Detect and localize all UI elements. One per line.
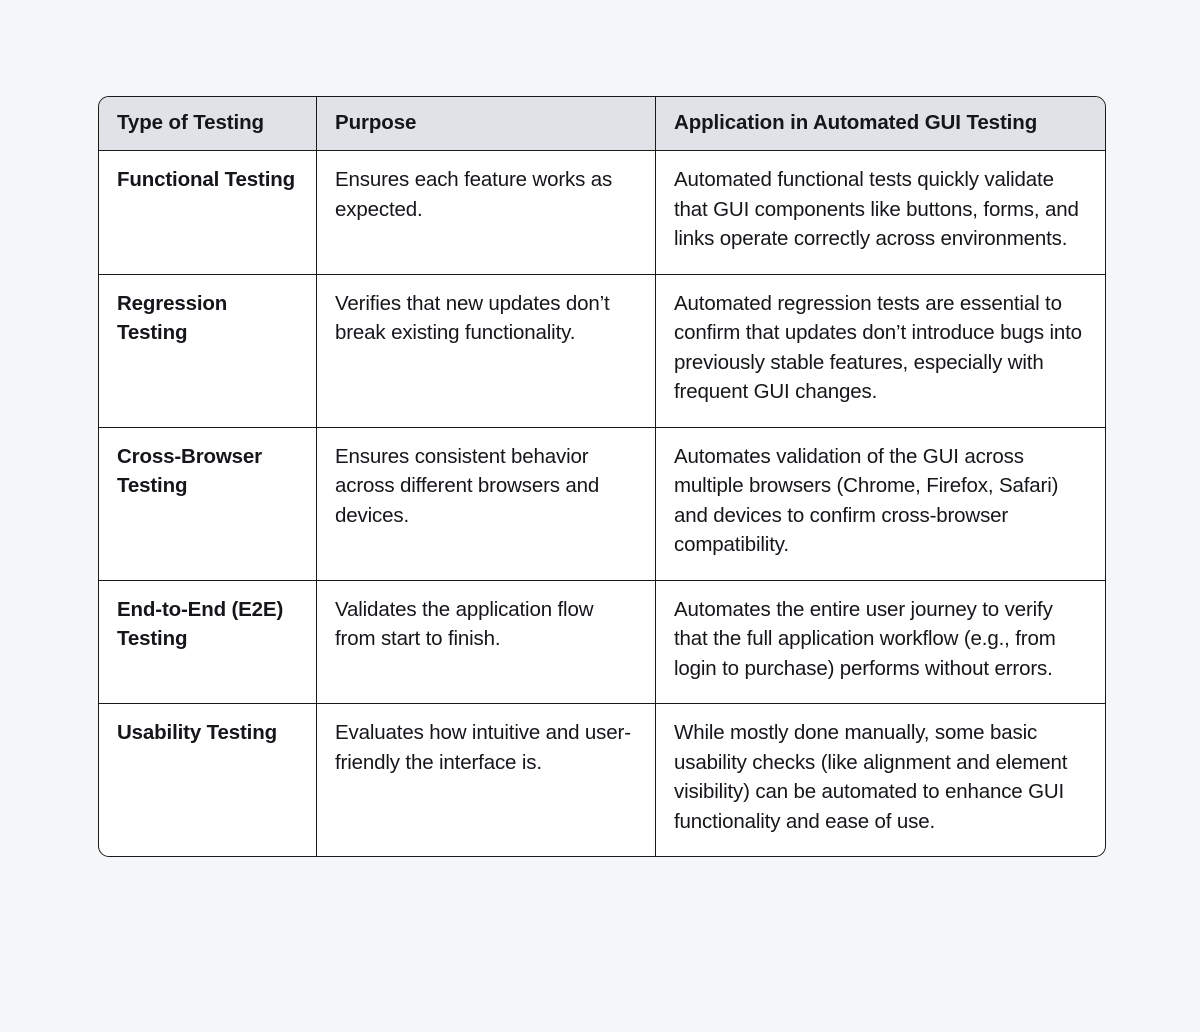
cell-application: Automated regression tests are essential… — [656, 275, 1105, 428]
comparison-table-container: Type of Testing Purpose Application in A… — [98, 96, 1106, 858]
cell-application: While mostly done manually, some basic u… — [674, 721, 1068, 833]
cell-type-of-testing: Usability Testing — [99, 704, 317, 857]
cell-application: Automates validation of the GUI across m… — [656, 428, 1105, 581]
testing-types-table: Type of Testing Purpose Application in A… — [98, 96, 1106, 858]
table-header: Type of Testing Purpose Application in A… — [99, 97, 1105, 151]
cell-purpose: Evaluates how intuitive and user-friendl… — [317, 704, 656, 857]
cell-type-of-testing: End-to-End (E2E) Testing — [99, 580, 317, 705]
cell-purpose: Validates the application flow from star… — [317, 580, 656, 705]
table-row: Usability Testing Evaluates how intuitiv… — [99, 704, 1105, 857]
column-header-type-of-testing: Type of Testing — [99, 97, 317, 151]
table-body: Functional Testing Ensures each feature … — [99, 151, 1105, 857]
column-header-purpose: Purpose — [317, 97, 656, 151]
table-row: Cross-Browser Testing Ensures consistent… — [99, 427, 1105, 581]
cell-purpose: Ensures each feature works as expected. — [317, 151, 656, 275]
cell-type-of-testing: Functional Testing — [99, 151, 317, 275]
cell-type-of-testing: Cross-Browser Testing — [99, 427, 317, 581]
table-header-row: Type of Testing Purpose Application in A… — [99, 97, 1105, 151]
table-row: Functional Testing Ensures each feature … — [99, 151, 1105, 275]
table-row: Regression Testing Verifies that new upd… — [99, 274, 1105, 428]
cell-type-of-testing: Regression Testing — [99, 274, 317, 428]
cell-purpose: Verifies that new updates don’t break ex… — [317, 274, 656, 428]
column-header-application: Application in Automated GUI Testing — [656, 97, 1105, 151]
cell-purpose: Ensures consistent behavior across diffe… — [317, 427, 656, 581]
cell-application: Automates the entire user journey to ver… — [656, 581, 1105, 705]
cell-application: Automated functional tests quickly valid… — [656, 151, 1105, 275]
table-row: End-to-End (E2E) Testing Validates the a… — [99, 580, 1105, 705]
